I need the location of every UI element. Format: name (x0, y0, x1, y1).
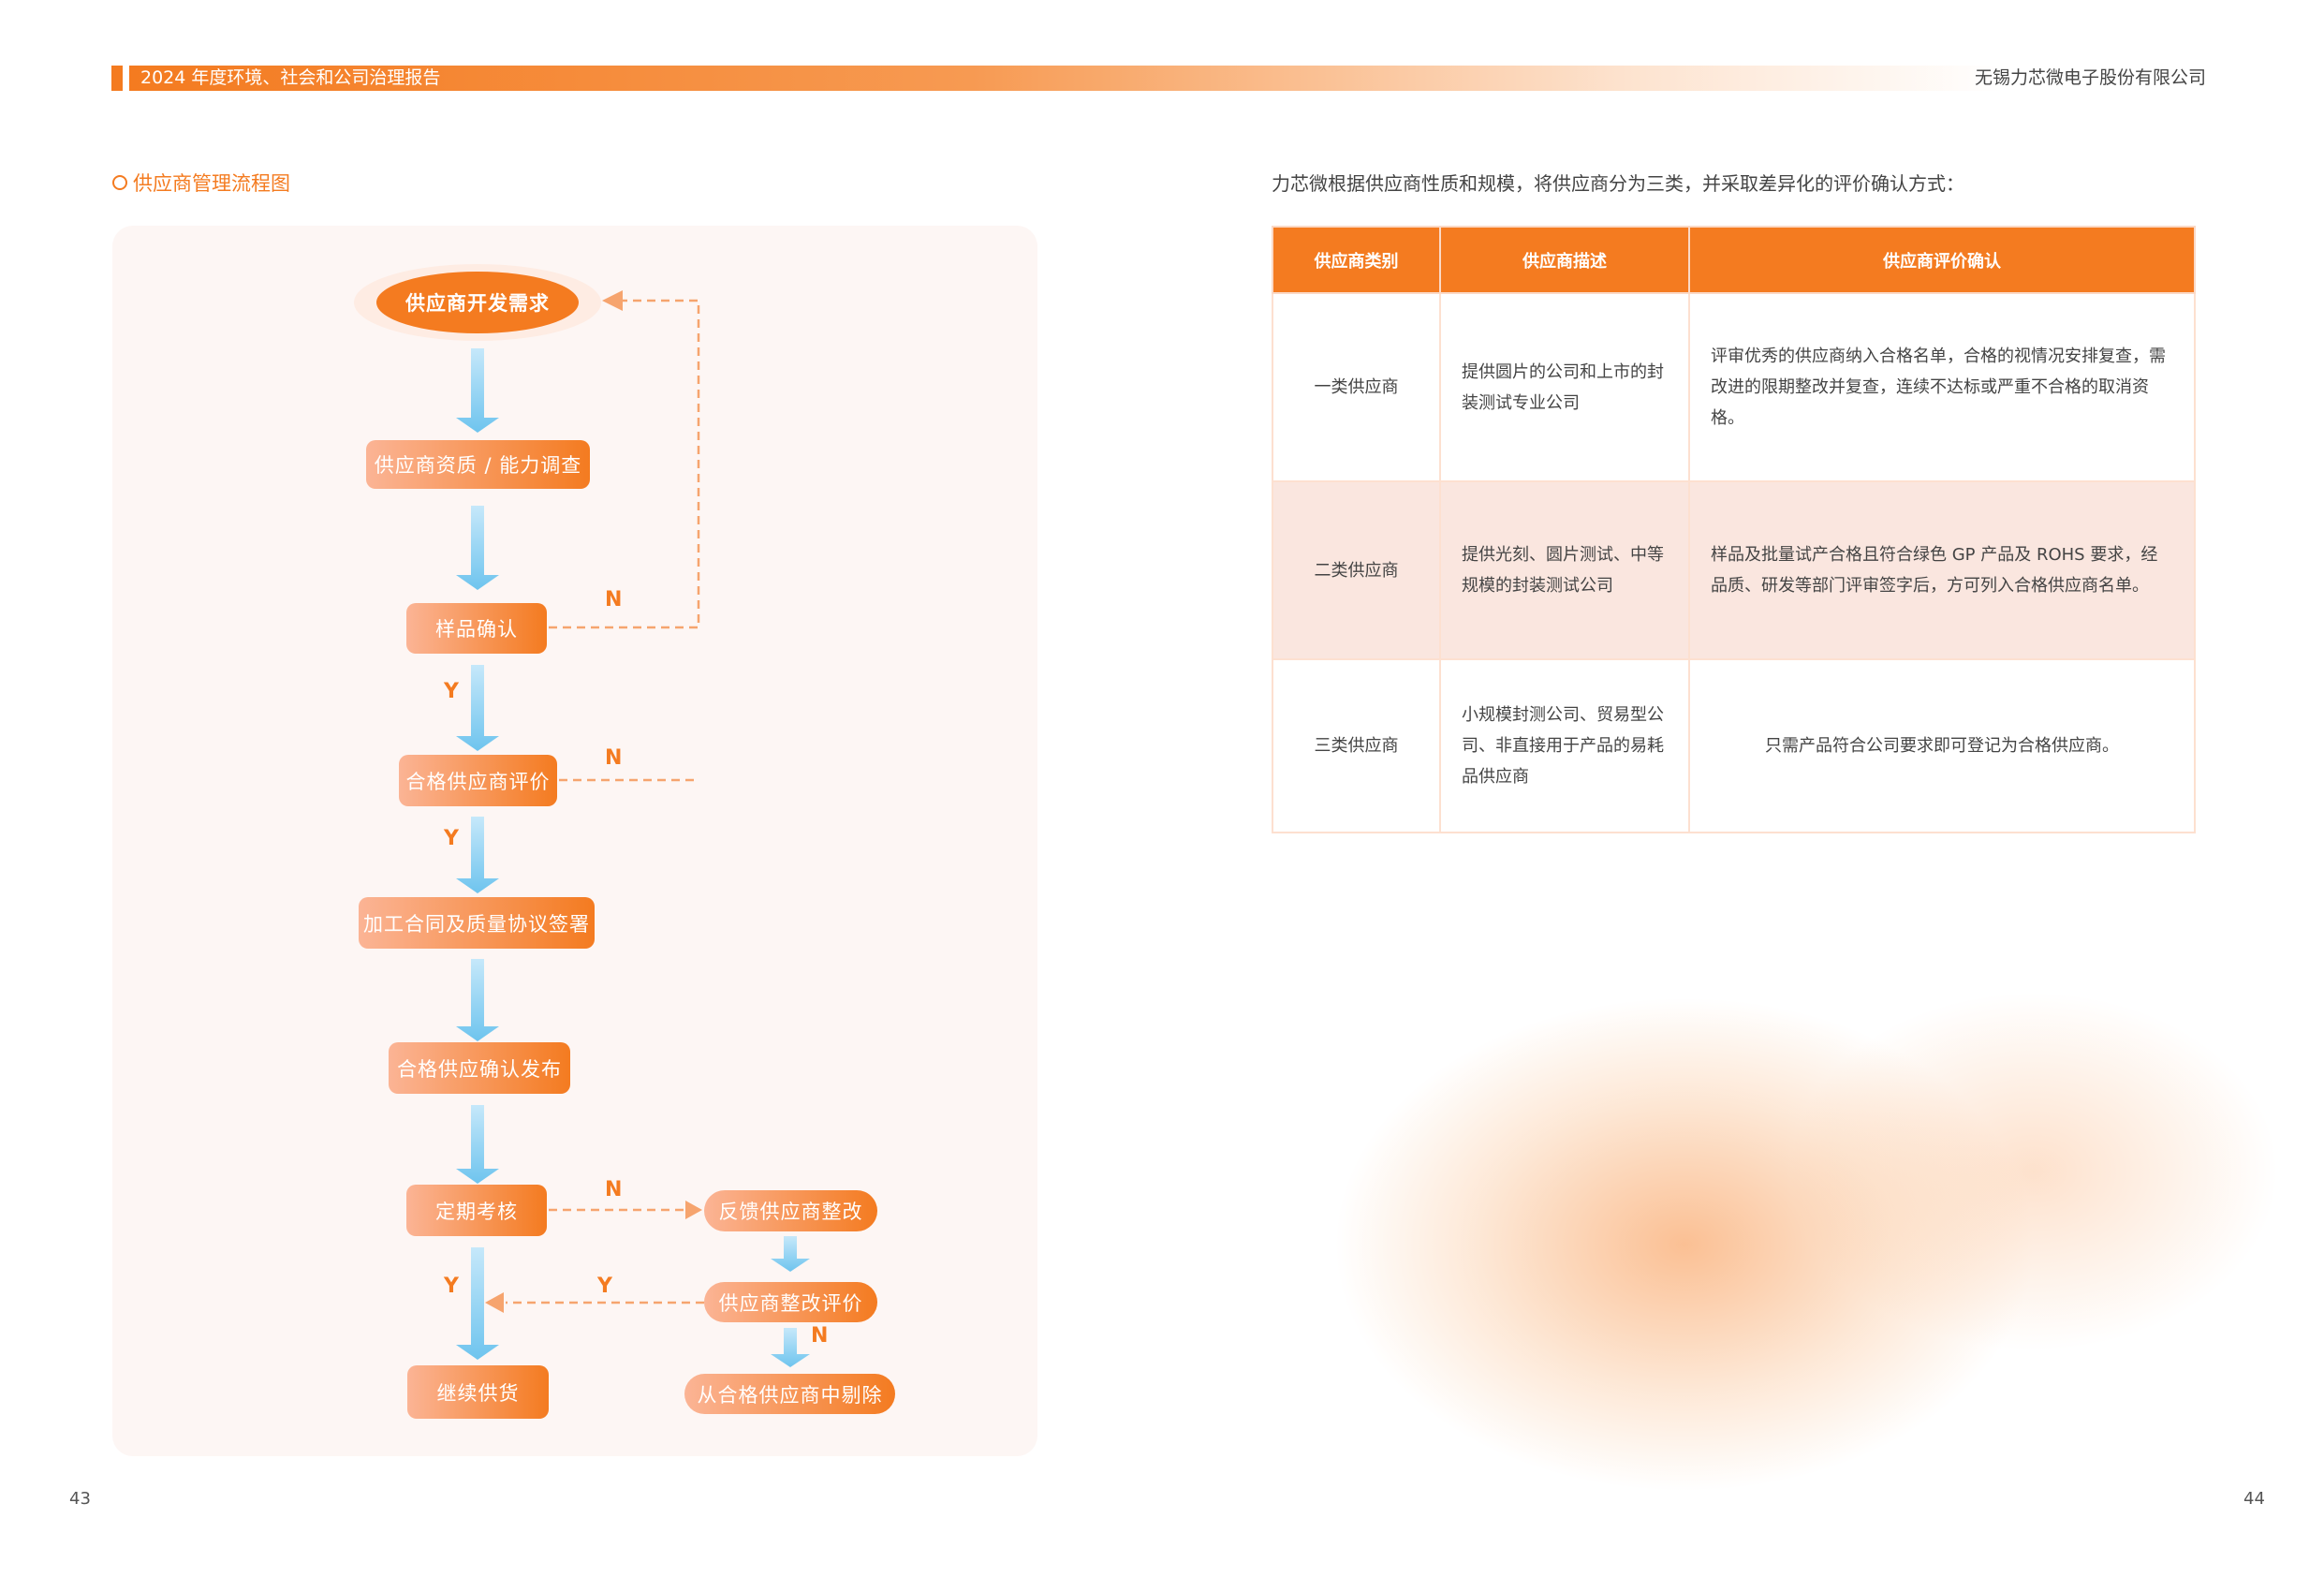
column-header: 供应商描述 (1439, 226, 1690, 294)
label-yes: Y (444, 827, 459, 850)
arrow-down (456, 506, 499, 590)
flow-node-periodic-review: 定期考核 (406, 1185, 547, 1236)
down-arrows (456, 348, 810, 1367)
label-yes: Y (444, 1275, 459, 1298)
evaluation-cell: 样品及批量试产合格且符合绿色 GP 产品及 ROHS 要求，经品质、研发等部门评… (1688, 480, 2196, 660)
flow-node-feedback-rectification: 反馈供应商整改 (704, 1190, 877, 1231)
flow-node-continue-supply: 继续供货 (407, 1365, 549, 1419)
table-row: 一类供应商 提供圆片的公司和上市的封装测试专业公司 评审优秀的供应商纳入合格名单… (1272, 292, 2196, 482)
label-yes: Y (444, 680, 459, 703)
arrow-down (771, 1328, 810, 1367)
evaluation-cell: 只需产品符合公司要求即可登记为合格供应商。 (1688, 658, 2196, 833)
arrow-down (456, 348, 499, 433)
page-number-right: 44 (2243, 1489, 2265, 1509)
section-title-text: 供应商管理流程图 (133, 172, 290, 195)
label-no: N (605, 1178, 623, 1201)
category-cell: 一类供应商 (1272, 292, 1441, 482)
intro-text: 力芯微根据供应商性质和规模，将供应商分为三类，并采取差异化的评价确认方式： (1272, 172, 1964, 195)
flow-node-contract-signing: 加工合同及质量协议签署 (359, 897, 595, 949)
arrow-down (456, 817, 499, 893)
decorative-background-art (1161, 843, 2324, 1573)
label-no: N (811, 1324, 829, 1348)
arrow-left-head (602, 290, 623, 311)
header-marker (111, 66, 123, 91)
dashed-feedback-lines (506, 299, 704, 1304)
description-cell: 小规模封测公司、贸易型公司、非直接用于产品的易耗品供应商 (1439, 658, 1690, 833)
arrow-right-head (685, 1201, 702, 1219)
arrow-down (456, 959, 499, 1041)
header-bar (129, 66, 2002, 91)
flow-node-confirmation-release: 合格供应确认发布 (389, 1042, 570, 1094)
arrow-down (456, 1105, 499, 1184)
table-header-row: 供应商类别 供应商描述 供应商评价确认 (1272, 226, 2196, 294)
description-cell: 提供圆片的公司和上市的封装测试专业公司 (1439, 292, 1690, 482)
column-header: 供应商类别 (1272, 226, 1441, 294)
page-number-left: 43 (69, 1489, 91, 1509)
section-title: 供应商管理流程图 (112, 169, 290, 197)
column-header: 供应商评价确认 (1688, 226, 2196, 294)
flow-node-remove-supplier: 从合格供应商中剔除 (684, 1374, 895, 1414)
label-yes: Y (597, 1275, 612, 1298)
category-cell: 三类供应商 (1272, 658, 1441, 833)
flow-node-development-demand: 供应商开发需求 (376, 272, 579, 333)
table-row: 三类供应商 小规模封测公司、贸易型公司、非直接用于产品的易耗品供应商 只需产品符… (1272, 658, 2196, 833)
flow-node-rectification-evaluation: 供应商整改评价 (704, 1282, 877, 1322)
arrow-down (456, 665, 499, 751)
label-no: N (605, 588, 623, 612)
flow-node-sample-confirmation: 样品确认 (406, 603, 547, 654)
arrow-down (771, 1236, 810, 1272)
label-no: N (605, 746, 623, 770)
description-cell: 提供光刻、圆片测试、中等规模的封装测试公司 (1439, 480, 1690, 660)
flowchart-panel (112, 226, 1037, 1456)
category-cell: 二类供应商 (1272, 480, 1441, 660)
flow-node-supplier-evaluation: 合格供应商评价 (399, 755, 557, 806)
circle-bullet-icon (112, 175, 127, 190)
supplier-category-table: 供应商类别 供应商描述 供应商评价确认 一类供应商 提供圆片的公司和上市的封装测… (1272, 226, 2196, 833)
table-row: 二类供应商 提供光刻、圆片测试、中等规模的封装测试公司 样品及批量试产合格且符合… (1272, 480, 2196, 660)
arrow-left-head (485, 1292, 504, 1313)
company-name: 无锡力芯微电子股份有限公司 (1974, 67, 2206, 88)
flow-node-qualification-survey: 供应商资质 / 能力调查 (366, 440, 590, 489)
evaluation-cell: 评审优秀的供应商纳入合格名单，合格的视情况安排复查，需改进的限期整改并复查，连续… (1688, 292, 2196, 482)
arrow-down (456, 1247, 499, 1360)
report-title: 2024 年度环境、社会和公司治理报告 (140, 67, 441, 88)
